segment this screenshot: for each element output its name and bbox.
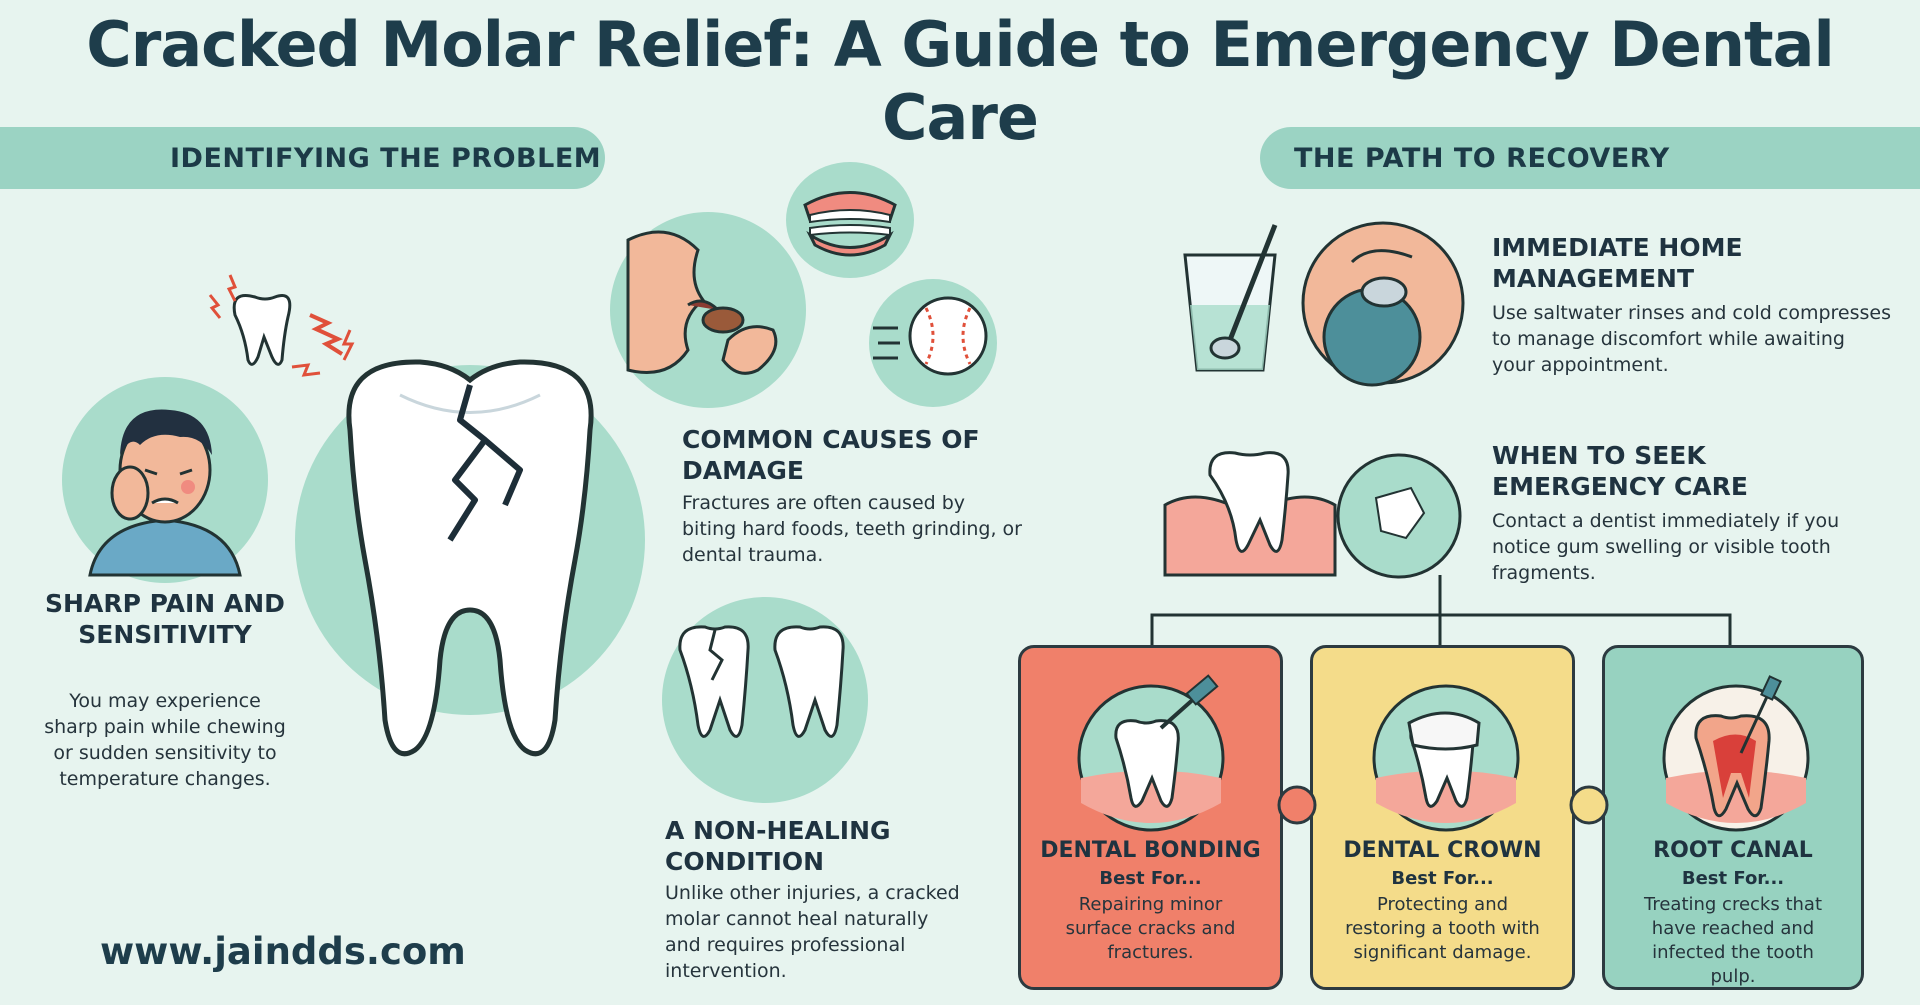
person-toothache-icon — [62, 377, 268, 583]
causes-body: Fractures are often caused by biting har… — [682, 492, 1022, 566]
puzzle-connector — [1569, 785, 1609, 825]
website-url: www.jaindds.com — [100, 930, 466, 973]
pain-spark-tooth-icon — [208, 274, 355, 377]
home-body: Use saltwater rinses and cold compresses… — [1492, 302, 1891, 376]
section-banner-label: THE PATH TO RECOVERY — [1294, 142, 1670, 174]
pain-body: You may experience sharp pain while chew… — [44, 690, 286, 790]
saltwater-glass-icon — [1183, 224, 1278, 372]
treatment-title: DENTAL CROWN — [1343, 838, 1542, 863]
tooth-fragment-icon — [1336, 453, 1462, 579]
treatment-body: Protecting and restoring a tooth with si… — [1345, 894, 1540, 963]
cracked-vs-healthy-teeth-icon — [662, 597, 868, 803]
pain-heading: SHARP PAIN AND SENSITIVITY — [45, 589, 285, 649]
treatment-card-root-canal: ROOT CANAL Best For... Treating crecks t… — [1602, 645, 1864, 990]
baseball-trauma-icon — [869, 279, 997, 407]
causes-heading: COMMON CAUSES OF DAMAGE — [682, 425, 980, 485]
treatment-title: ROOT CANAL — [1653, 838, 1813, 863]
treatment-card-bonding: DENTAL BONDING Best For... Repairing min… — [1018, 645, 1283, 990]
section-banner-recovery: THE PATH TO RECOVERY — [1260, 127, 1920, 189]
treatment-card-crown: DENTAL CROWN Best For... Protecting and … — [1310, 645, 1575, 990]
ice-pack-icon — [1301, 221, 1465, 387]
treatment-sub: Best For... — [1099, 868, 1202, 889]
bonding-tool-icon — [1077, 674, 1225, 832]
emergency-heading: WHEN TO SEEK EMERGENCY CARE — [1492, 441, 1748, 501]
emergency-body: Contact a dentist immediately if you not… — [1492, 510, 1840, 584]
swollen-gum-tooth-icon — [1163, 451, 1337, 577]
nonhealing-heading: A NON-HEALING CONDITION — [665, 816, 891, 876]
treatment-sub: Best For... — [1391, 868, 1494, 889]
treatment-body: Treating crecks that have reached and in… — [1643, 894, 1823, 987]
root-canal-icon — [1662, 675, 1810, 832]
biting-hard-food-icon — [610, 212, 806, 408]
home-heading: IMMEDIATE HOME MANAGEMENT — [1492, 233, 1743, 293]
teeth-grinding-icon — [786, 162, 914, 278]
treatment-connector — [1150, 575, 1732, 645]
section-banner-identifying: IDENTIFYING THE PROBLEM — [0, 127, 605, 189]
section-banner-label: IDENTIFYING THE PROBLEM — [170, 142, 602, 174]
page-title: Cracked Molar Relief: A Guide to Emergen… — [86, 8, 1834, 154]
cracked-molar-icon — [295, 359, 645, 757]
puzzle-connector — [1277, 785, 1317, 825]
treatment-body: Repairing minor surface cracks and fract… — [1065, 894, 1236, 963]
nonhealing-body: Unlike other injuries, a cracked molar c… — [665, 882, 960, 982]
treatment-title: DENTAL BONDING — [1040, 838, 1261, 863]
crown-tooth-icon — [1372, 684, 1520, 832]
treatment-sub: Best For... — [1681, 868, 1785, 889]
